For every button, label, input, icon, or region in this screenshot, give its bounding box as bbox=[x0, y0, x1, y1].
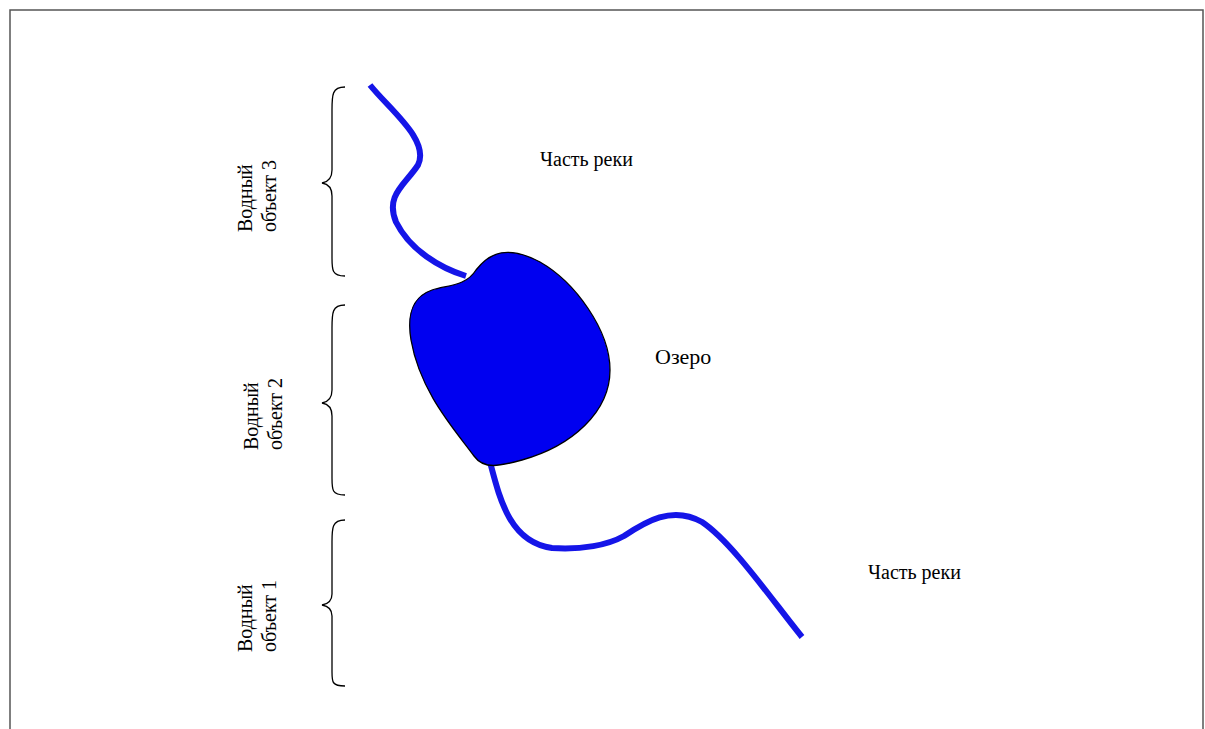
brace bbox=[322, 520, 345, 686]
brace bbox=[322, 87, 345, 276]
lake-label: Озеро bbox=[655, 344, 711, 370]
river-lower bbox=[490, 462, 802, 637]
river-upper bbox=[370, 85, 466, 276]
lake bbox=[410, 252, 610, 465]
water-body-label: Водный объект 2 bbox=[239, 350, 287, 450]
brace bbox=[322, 305, 345, 495]
water-body-label: Водный объект 3 bbox=[233, 132, 281, 232]
river-part-label: Часть реки bbox=[868, 560, 961, 584]
water-body-label: Водный объект 1 bbox=[233, 552, 281, 652]
river-part-label: Часть реки bbox=[540, 147, 633, 171]
frame bbox=[10, 10, 1203, 729]
braces bbox=[322, 87, 345, 686]
